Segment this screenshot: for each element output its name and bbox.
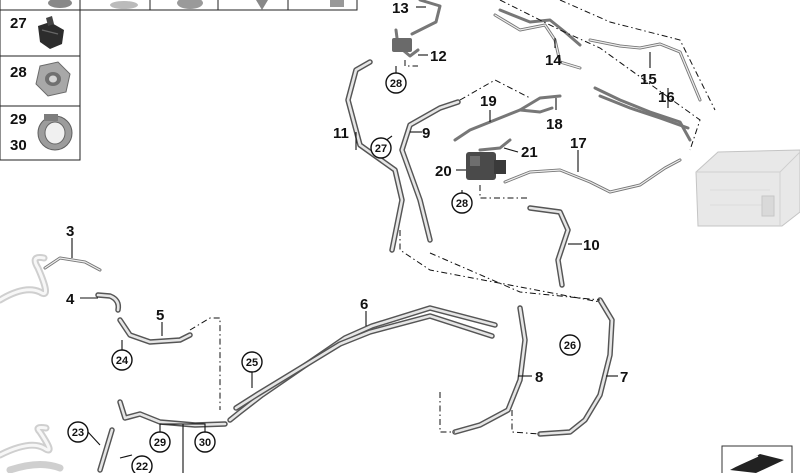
svg-text:28: 28	[456, 198, 468, 210]
svg-text:26: 26	[564, 340, 576, 352]
svg-text:29: 29	[154, 437, 166, 449]
callout-20: 20	[435, 163, 452, 180]
callout-10: 10	[583, 237, 600, 254]
callout-11: 11	[333, 125, 349, 142]
callout-4: 4	[66, 291, 75, 308]
part-label-27: 27	[10, 15, 27, 32]
callout-16: 16	[658, 89, 675, 106]
svg-text:30: 30	[199, 437, 211, 449]
cap-icon	[177, 0, 203, 9]
diagram-symbol-icon	[721, 445, 793, 473]
svg-text:24: 24	[116, 355, 129, 367]
svg-text:23: 23	[72, 427, 84, 439]
callout-17: 17	[570, 135, 587, 152]
callouts: 3 4 5 6 7 8 9 10 11 12 13 14 15 16 17 18…	[66, 0, 675, 386]
ref-26: 26	[559, 334, 581, 356]
ref-27: 27	[370, 137, 392, 159]
ref-23: 23	[67, 421, 89, 443]
svg-text:22: 22	[136, 461, 148, 473]
ref-30: 30	[194, 431, 216, 453]
svg-text:25: 25	[246, 357, 258, 369]
assembly-boundaries	[189, 0, 716, 435]
callout-7: 7	[620, 369, 628, 386]
circled-refs: 28 27 28 26 25 24 23 22 29 30	[67, 72, 581, 473]
svg-text:28: 28	[390, 78, 402, 90]
callout-14: 14	[545, 52, 562, 69]
part-label-30: 30	[10, 137, 27, 154]
ref-28-mid: 28	[451, 192, 473, 214]
leader-lines	[71, 6, 669, 473]
callout-21: 21	[521, 144, 538, 161]
pump-20	[466, 152, 506, 180]
ref-22: 22	[131, 455, 153, 473]
callout-13: 13	[392, 0, 409, 17]
ghost-context	[0, 254, 64, 473]
grommet-icon	[110, 1, 138, 9]
plug-icon	[330, 0, 344, 7]
callout-18: 18	[546, 116, 563, 133]
callout-19: 19	[480, 93, 497, 110]
ref-24: 24	[111, 349, 133, 371]
callout-15: 15	[640, 71, 657, 88]
parts-panel: 27 28 29 30	[0, 0, 358, 161]
callout-6: 6	[360, 296, 368, 313]
hex-nut-icon	[35, 61, 71, 97]
callout-8: 8	[535, 369, 543, 386]
callout-12: 12	[430, 48, 447, 65]
hose-lines	[43, 0, 702, 473]
valve-12	[392, 38, 412, 52]
ref-29: 29	[149, 431, 171, 453]
ref-28-top: 28	[385, 72, 407, 94]
clamp-ring-icon	[37, 114, 73, 151]
battery-module	[695, 149, 800, 227]
callout-5: 5	[156, 307, 164, 324]
part-label-29: 29	[10, 111, 27, 128]
ref-25: 25	[241, 351, 263, 373]
clip-icon	[38, 16, 64, 49]
callout-3: 3	[66, 223, 74, 240]
part-label-28: 28	[10, 64, 27, 81]
pin-icon	[256, 0, 268, 10]
washer-icon	[48, 0, 72, 8]
svg-text:27: 27	[375, 143, 387, 155]
callout-9: 9	[422, 125, 430, 142]
